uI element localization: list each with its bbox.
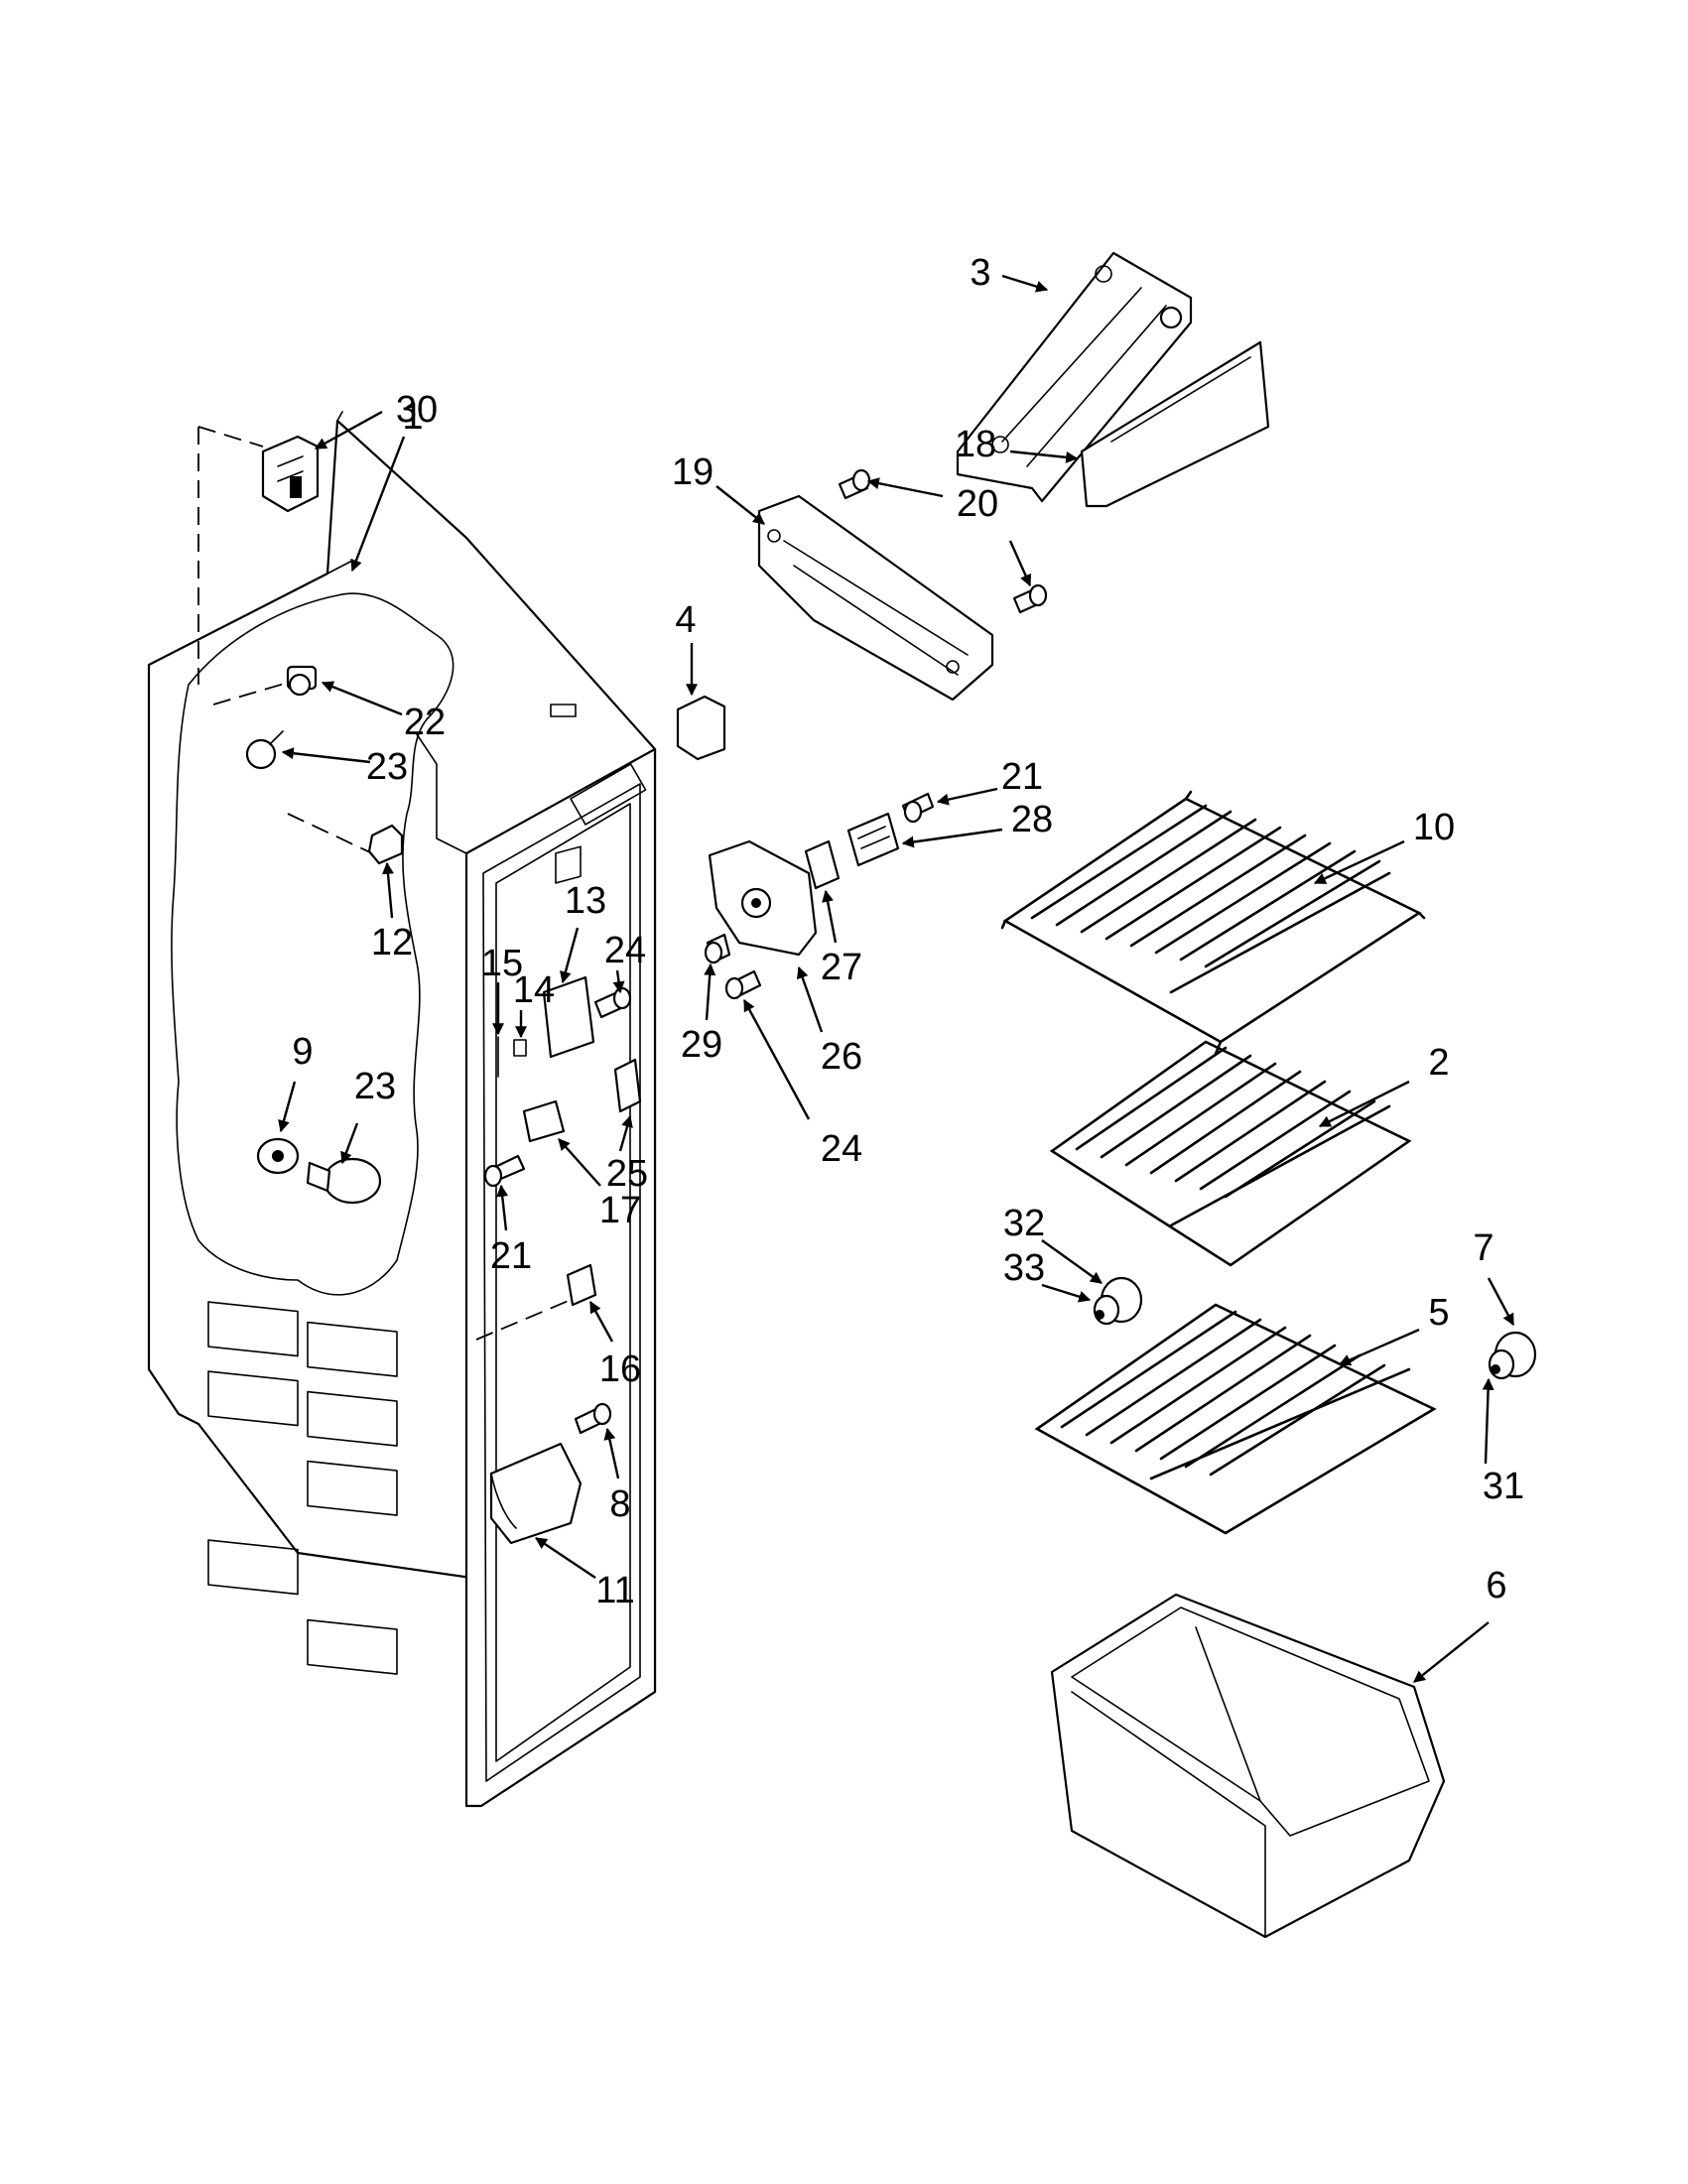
part-27-bracket	[804, 839, 841, 890]
callout-32: 32	[1003, 1203, 1045, 1244]
part-22-light-socket	[286, 665, 318, 697]
part-8-screw	[574, 1402, 612, 1435]
part-2-shelf	[1049, 1040, 1412, 1267]
part-4-clip	[676, 695, 726, 761]
part-25-bracket	[613, 1058, 642, 1113]
part-21-screw-lower	[483, 1154, 526, 1188]
callout-16: 16	[599, 1349, 641, 1390]
callout-25: 25	[606, 1153, 648, 1195]
callout-24-upper: 24	[604, 930, 646, 971]
part-16-connector	[566, 1263, 597, 1307]
callout-30: 30	[396, 389, 438, 431]
callout-27: 27	[821, 947, 862, 988]
part-11-cover	[489, 1442, 583, 1545]
part-24-screw-lower	[724, 969, 762, 1000]
part-20-screw-a	[838, 468, 871, 500]
callout-3: 3	[970, 252, 990, 294]
part-5-shelf	[1034, 1303, 1437, 1535]
callout-14: 14	[513, 969, 555, 1011]
part-32-33-knob	[1093, 1276, 1143, 1326]
callout-19: 19	[672, 451, 714, 493]
callout-8: 8	[609, 1483, 630, 1525]
callout-12: 12	[371, 922, 413, 964]
part-7-31-knob	[1488, 1331, 1537, 1380]
callout-leaders	[278, 274, 1515, 1683]
callout-6: 6	[1486, 1565, 1506, 1606]
part-13-switch	[542, 845, 595, 1059]
part-9-socket	[256, 1137, 300, 1175]
callout-28: 28	[1011, 799, 1053, 840]
part-21-screw-upper	[901, 792, 935, 824]
part-23-bulb-upper	[245, 730, 284, 770]
callout-2: 2	[1428, 1042, 1449, 1084]
part-28-board	[846, 812, 900, 867]
callout-4: 4	[675, 599, 696, 641]
part-12-clip	[367, 824, 404, 865]
callout-26: 26	[821, 1036, 862, 1078]
callout-7: 7	[1473, 1227, 1493, 1269]
callout-24-lower: 24	[821, 1128, 862, 1170]
callout-1: 1	[402, 396, 423, 438]
callout-10: 10	[1413, 807, 1455, 848]
freezer-liner	[147, 411, 657, 1808]
part-20-screw-b	[1012, 583, 1048, 614]
callout-20: 20	[957, 483, 998, 525]
callout-31: 31	[1483, 1466, 1524, 1507]
part-19-housing	[757, 494, 994, 702]
callout-5: 5	[1428, 1292, 1449, 1334]
callout-13: 13	[565, 880, 606, 922]
callout-18: 18	[955, 424, 996, 465]
part-14	[513, 1039, 527, 1057]
callout-33: 33	[1003, 1247, 1045, 1289]
callout-22: 22	[404, 702, 446, 743]
part-10-shelf	[1000, 790, 1426, 1056]
part-26-control-housing	[708, 839, 818, 957]
callout-15: 15	[481, 943, 523, 984]
part-23-bulb-lower	[306, 1157, 382, 1205]
callout-11: 11	[595, 1570, 634, 1611]
callout-labels: 1 2 3 4 5 6 7 8 9 10 11 12 13 14 15 16 1…	[292, 252, 1524, 1611]
part-17-bracket	[522, 1099, 566, 1143]
callout-21-upper: 21	[1001, 756, 1043, 798]
part-6-bin	[1050, 1593, 1446, 1939]
part-29-knob	[704, 933, 731, 964]
part-30-clip	[261, 435, 320, 513]
callout-9: 9	[292, 1031, 313, 1073]
part-18-flap	[1080, 340, 1270, 508]
callout-21-lower: 21	[490, 1235, 532, 1277]
callout-23-lower: 23	[354, 1066, 396, 1107]
callout-17: 17	[599, 1190, 641, 1231]
callout-29: 29	[681, 1024, 722, 1066]
callout-23-upper: 23	[366, 746, 408, 788]
part-3-bracket	[956, 251, 1193, 503]
